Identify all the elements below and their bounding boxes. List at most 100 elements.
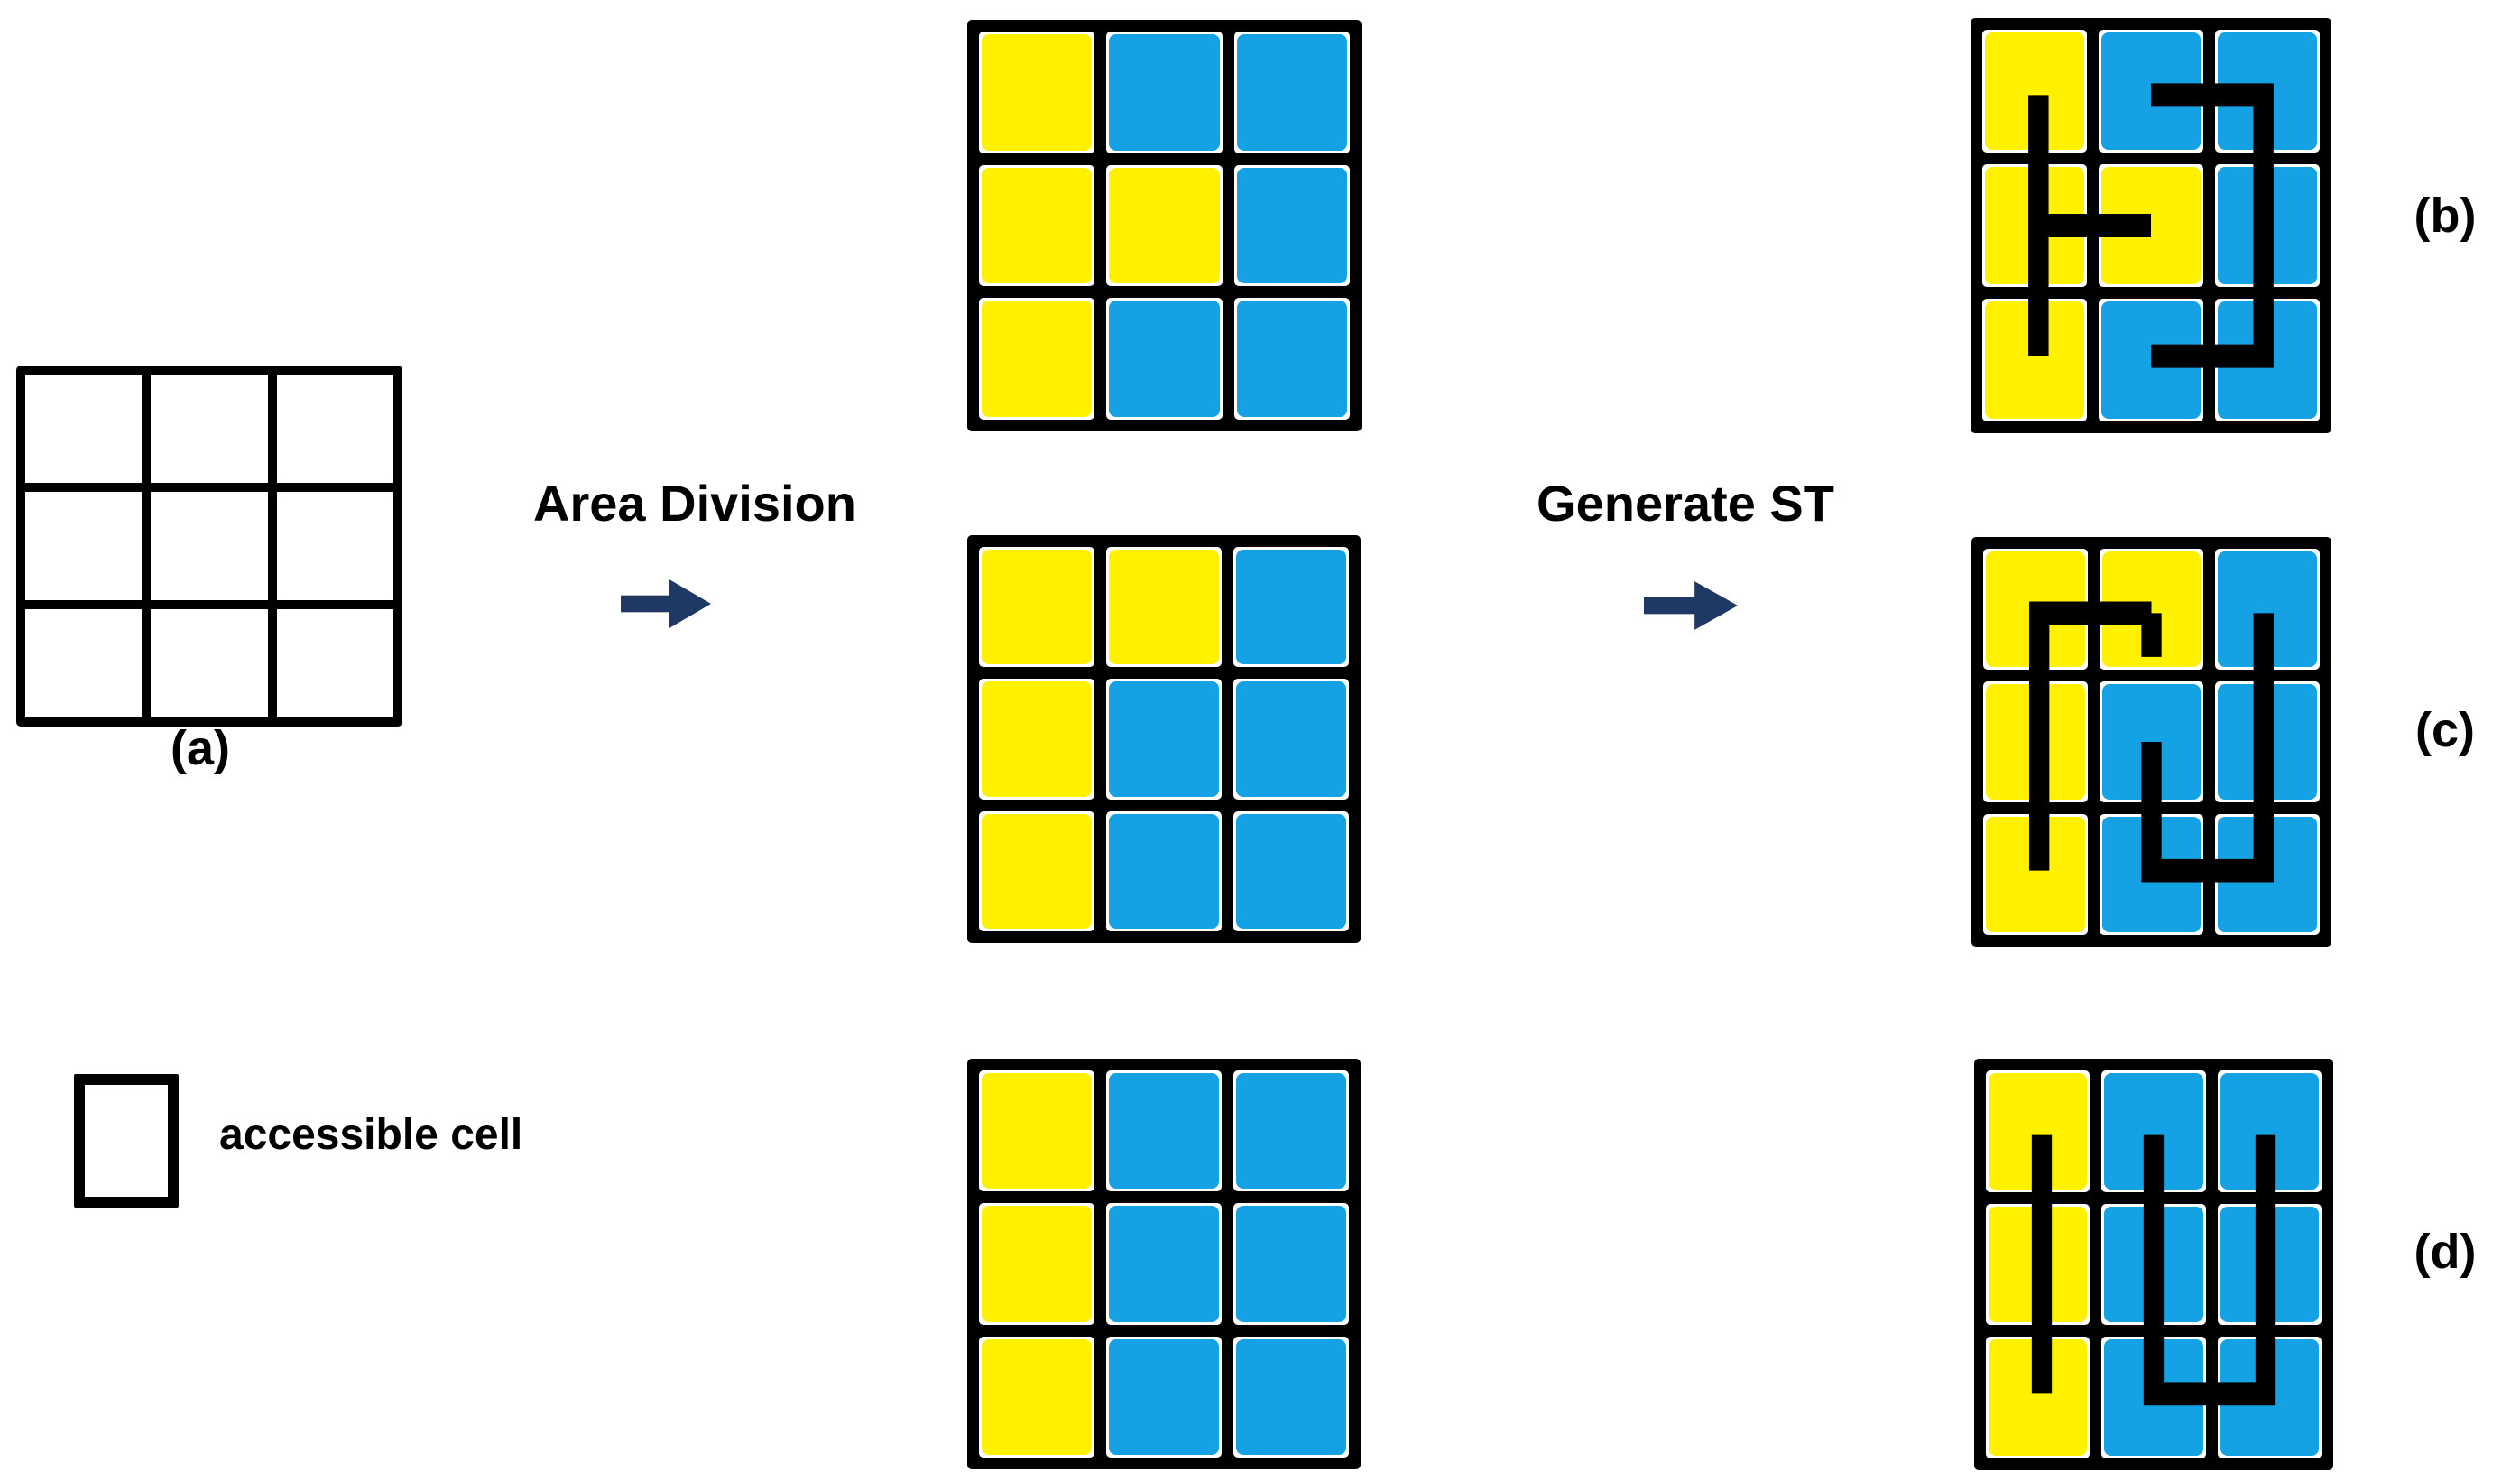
grid-cell-r0c0: [25, 375, 143, 483]
blue-region-cell: [1109, 1073, 1219, 1190]
yellow-region-cell: [982, 1206, 1092, 1322]
yellow-spanning-tree-path: [2028, 601, 2152, 871]
grid-cell-r0c1: [1106, 32, 1223, 153]
grid-cell-r1c0: [979, 679, 1094, 800]
accessible-cell: [151, 492, 268, 600]
grid-area-division-bottom: [967, 1059, 1361, 1469]
caption-c: (c): [2415, 703, 2475, 757]
spanning-tree-overlay: [2028, 83, 2274, 368]
blue-region-cell: [1236, 34, 1347, 151]
blue-region-cell: [1236, 1338, 1346, 1455]
right-arrow-icon: [621, 579, 711, 628]
step-label-generate-st: Generate ST: [1537, 475, 1834, 532]
grid-cell-r0c2: [1233, 1070, 1349, 1192]
grid-cell-r2c2: [1233, 810, 1349, 931]
grid-cell-r2c2: [1233, 298, 1350, 420]
blue-spanning-tree-path: [2143, 1134, 2276, 1406]
arrow-shaft: [1644, 597, 1699, 615]
grid-cell-r2c1: [1106, 1336, 1222, 1458]
spanning-tree-overlay: [2031, 1134, 2276, 1406]
blue-region-cell: [1109, 813, 1219, 929]
grid-cell-r0c1: [1106, 1070, 1222, 1192]
arrow-head: [1694, 581, 1738, 630]
grid-cell-r1c2: [1233, 164, 1350, 287]
yellow-region-cell: [982, 1073, 1092, 1190]
grid-spanning-tree-c: [1971, 537, 2331, 947]
accessible-cell-swatch: [74, 1074, 179, 1208]
yellow-region-cell: [982, 34, 1093, 151]
blue-region-cell: [1109, 34, 1220, 151]
blue-region-cell: [1236, 1073, 1346, 1190]
grid-cell-r0c0: [979, 32, 1095, 153]
yellow-region-cell: [1109, 550, 1219, 665]
accessible-cell: [151, 609, 268, 717]
arrow-shaft: [621, 595, 673, 613]
right-arrow-icon: [1644, 581, 1738, 630]
blue-spanning-tree-path: [2141, 613, 2275, 883]
grid-area-division-middle: [967, 535, 1361, 943]
yellow-region-cell: [982, 167, 1093, 284]
grid-cell-r0c1: [1106, 547, 1222, 668]
caption-a: (a): [171, 721, 230, 775]
grid-cell-r1c1: [1106, 164, 1223, 287]
grid-cell-r0c2: [276, 375, 393, 483]
blue-region-cell: [1109, 681, 1219, 797]
accessible-cell: [151, 375, 268, 483]
grid-cell-r1c1: [1106, 1203, 1222, 1325]
grid-cell-r0c2: [2215, 549, 2320, 670]
grid-cell-r2c2: [276, 609, 393, 717]
arrow-head: [669, 579, 711, 628]
grid-cell-r1c1: [1106, 679, 1222, 800]
yellow-region-cell: [982, 813, 1092, 929]
grid-cell-r2c1: [1106, 298, 1223, 420]
grid-cell-r2c0: [1986, 1337, 2091, 1458]
grid-cell-r0c0: [979, 547, 1094, 668]
grid-empty-environment: [16, 366, 402, 727]
grid-cell-r2c0: [25, 609, 143, 717]
grid-area-division-top: [967, 20, 1362, 431]
grid-cell-r2c0: [979, 1336, 1094, 1458]
grid-cell-r1c2: [1233, 679, 1349, 800]
grid-cell-r1c0: [25, 492, 143, 600]
grid-cell-r1c0: [979, 164, 1095, 287]
grid-cell-r2c0: [979, 810, 1094, 931]
grid-cell-r1c2: [1233, 1203, 1349, 1325]
accessible-cell: [276, 492, 393, 600]
blue-region-cell: [1236, 550, 1346, 665]
yellow-region-cell: [982, 1338, 1092, 1455]
grid-cell-r1c2: [276, 492, 393, 600]
yellow-region-cell: [1109, 167, 1220, 284]
step-label-area-division: Area Division: [533, 475, 856, 532]
blue-region-cell: [1109, 301, 1220, 417]
blue-spanning-tree-path: [2151, 83, 2274, 368]
grid-cell-r2c0: [979, 298, 1095, 420]
grid-cell-r1c0: [979, 1203, 1094, 1325]
blue-region-cell: [1236, 167, 1347, 284]
grid-cell-r0c0: [1982, 30, 2087, 153]
yellow-region-cell: [982, 550, 1092, 665]
grid-cell-r0c1: [151, 375, 268, 483]
grid-cell-r0c2: [1233, 32, 1350, 153]
caption-b: (b): [2414, 189, 2477, 243]
accessible-cell-label: accessible cell: [219, 1111, 523, 1159]
caption-d: (d): [2414, 1225, 2477, 1279]
grid-cell-r2c2: [1233, 1336, 1349, 1458]
grid-cell-r2c1: [1106, 810, 1222, 931]
grid-cell-r0c2: [1233, 547, 1349, 668]
accessible-cell: [25, 609, 143, 717]
blue-region-cell: [1236, 813, 1346, 929]
blue-region-cell: [1109, 1338, 1219, 1455]
blue-region-cell: [1236, 681, 1346, 797]
yellow-region-cell: [982, 301, 1093, 417]
blue-region-cell: [1236, 301, 1347, 417]
blue-region-cell: [1109, 1206, 1219, 1322]
grid-cell-r1c1: [151, 492, 268, 600]
yellow-region-cell: [982, 681, 1092, 797]
spanning-tree-overlay: [2028, 601, 2275, 883]
accessible-cell: [25, 375, 143, 483]
grid-spanning-tree-b: [1971, 18, 2331, 433]
accessible-cell: [276, 609, 393, 717]
accessible-cell: [276, 375, 393, 483]
blue-region-cell: [1236, 1206, 1346, 1322]
